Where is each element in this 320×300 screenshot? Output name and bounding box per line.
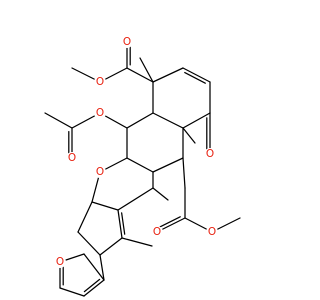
bond-low-8: [77, 231, 101, 256]
atom-label-o-ketone: O: [206, 148, 214, 160]
bond-low-3: [117, 187, 154, 211]
atom-label-bg-o-ester-right-single: [206, 226, 218, 238]
bond-15: [152, 157, 184, 173]
atom-label-bg-o-ester-right-carbonyl: [151, 226, 163, 238]
bond-low-10: [121, 237, 153, 247]
atom-label-o-ester-right-single: O: [208, 226, 216, 238]
bond-furan-4: [83, 253, 105, 281]
atom-label-bg-o-ring-ether: [94, 166, 106, 178]
bond-low-9: [99, 237, 123, 256]
bond-furan-link: [99, 254, 105, 281]
bond-low-7: [77, 201, 93, 233]
bond-furan-0-double: [83, 278, 101, 293]
bond-furan-1: [59, 287, 85, 297]
bond-17: [182, 127, 196, 144]
atom-label-o-furan: O: [56, 256, 64, 268]
bond-low-6-double: [121, 212, 126, 235]
bond-24-double: [158, 216, 181, 229]
bond-21: [44, 112, 73, 129]
atom-label-bg-o-furan: [54, 256, 66, 268]
bond-furan-0: [83, 279, 105, 297]
atom-label-o-acetyl-single: O: [96, 107, 104, 119]
atom-label-o-ester-top-carbonyl: O: [123, 36, 131, 48]
atom-label-o-acetyl-carbonyl: O: [68, 152, 76, 164]
atom-label-bg-o-ester-top-carbonyl: [121, 36, 133, 48]
molecule-structure: O O O O O O O O O: [44, 36, 241, 297]
bond-0: [126, 67, 154, 83]
bond-low-5: [152, 187, 169, 201]
bond-4: [152, 67, 184, 83]
atom-label-bg-o-ketone: [204, 148, 216, 160]
atom-label-layer: O O O O O O O O O: [54, 36, 218, 268]
bond-5: [182, 67, 211, 83]
bond-10: [139, 57, 154, 83]
atom-label-o-ester-top-single: O: [96, 76, 104, 88]
atom-label-o-ester-right-carbonyl: O: [153, 226, 161, 238]
atom-label-bg-o-ester-top-single: [94, 76, 106, 88]
atom-label-o-ring-ether: O: [96, 166, 104, 178]
atom-label-bg-o-acetyl-carbonyl: [66, 152, 78, 164]
bond-8: [152, 112, 184, 129]
bond-12: [126, 112, 154, 129]
bond-5-double: [184, 71, 206, 84]
bond-22: [182, 157, 186, 189]
bond-layer: [44, 41, 241, 297]
atom-label-bg-o-acetyl-single: [94, 107, 106, 119]
bond-7: [182, 112, 211, 129]
bond-low-2: [91, 201, 119, 211]
bond-14: [126, 157, 154, 173]
bond-low-6: [117, 209, 123, 239]
